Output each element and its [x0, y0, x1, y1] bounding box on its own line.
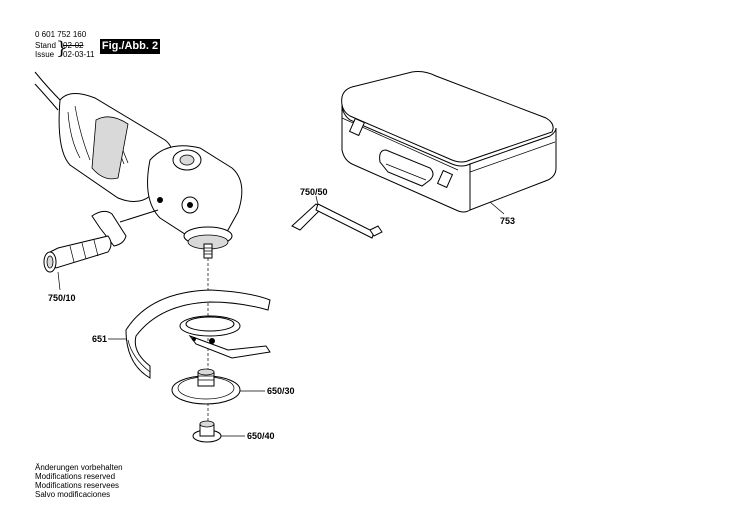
document-number: 0 601 752 160	[35, 30, 87, 39]
issue-date: 02-03-11	[63, 50, 95, 59]
clamping-nut	[192, 420, 222, 443]
issue-label: Issue	[35, 50, 55, 59]
figure-badge: Fig./Abb. 2	[100, 39, 160, 54]
part-label-651: 651	[92, 334, 107, 344]
footer-line-de: Änderungen vorbehalten	[35, 463, 123, 472]
side-handle	[43, 209, 159, 273]
issue-line: Issue	[35, 50, 62, 59]
footer-notice: Änderungen vorbehalten Modifications res…	[35, 463, 123, 499]
part-label-753: 753	[500, 216, 515, 226]
wheel-guard	[125, 289, 271, 379]
footer-line-fr: Modifications reservees	[35, 481, 120, 490]
stand-label: Stand	[35, 41, 56, 50]
angle-grinder-body	[34, 71, 243, 259]
backing-flange	[171, 368, 241, 405]
stand-old-date: 02-02	[63, 41, 84, 50]
pin-wrench	[291, 203, 383, 239]
stand-line: Stand	[35, 41, 62, 50]
part-label-750-10: 750/10	[48, 293, 76, 303]
leader-750-10	[57, 271, 61, 291]
footer-line-en: Modifications reserved	[35, 472, 116, 481]
part-label-750-50: 750/50	[300, 187, 328, 197]
footer-line-es: Salvo modificaciones	[35, 490, 111, 499]
brace-symbol: }	[56, 38, 68, 59]
part-label-650-40: 650/40	[247, 431, 275, 441]
part-label-650-30: 650/30	[267, 386, 295, 396]
leader-750-50	[315, 195, 319, 206]
carrying-case	[341, 71, 557, 213]
leader-753	[489, 201, 505, 215]
